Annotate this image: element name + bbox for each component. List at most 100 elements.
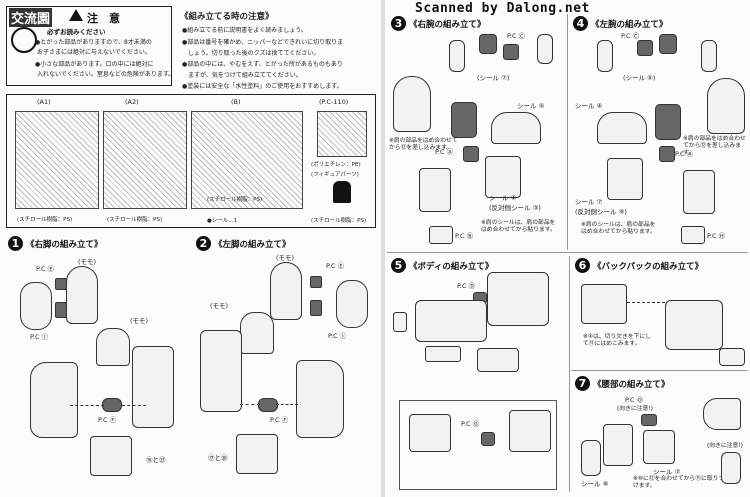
- shin-armor-part: [296, 360, 344, 438]
- label-seal-5: シール ⑤: [517, 102, 545, 110]
- runner-a1-material: (スチロール樹脂：PS): [17, 217, 73, 223]
- leg-frame-part: [200, 330, 242, 412]
- hip-part: [643, 430, 675, 464]
- step-5-heading: 《ボディの組み立て》: [409, 261, 494, 272]
- chest-part: [415, 300, 487, 342]
- runner-b-material: (スチロール樹脂：PS): [207, 197, 263, 203]
- head-vent-part: [393, 312, 407, 332]
- caution-box: 交流園 注 意 必ずお読みください ●とがった部品がありますので、8才未満の お…: [6, 6, 175, 86]
- assembly-guide-line: [70, 405, 104, 406]
- page-gutter: [381, 0, 385, 497]
- notes-line-5: ますが、気をつけて組み立ててください。: [188, 72, 302, 79]
- runners-panel: (A1) (A2) (B) (P.C-110) (スチロール樹脂：PS) (スチ…: [6, 94, 376, 228]
- knee-part: [240, 312, 274, 354]
- label-foot-pair: ⑯と㉗: [146, 456, 166, 464]
- step-4-title: 4 《左腕の組み立て》: [573, 16, 668, 31]
- assembly-guide-line: [122, 405, 146, 406]
- thigh-part: [20, 282, 52, 330]
- note-seal: ※肩のシールは、肩の部品をはめ合わせてから貼ります。: [581, 222, 656, 236]
- knee-part: [96, 328, 130, 366]
- figure-icon: [333, 181, 351, 203]
- side-skirt-part: [721, 452, 741, 484]
- figure-parts-label: (フィギュアパーツ): [311, 172, 359, 178]
- hand-part: [449, 40, 465, 72]
- polycap-part: [463, 146, 479, 162]
- polycap-part: [479, 34, 497, 54]
- step-2-heading: 《左脚の組み立て》: [214, 239, 291, 250]
- label-pc-g: P.C Ⓖ: [461, 420, 480, 428]
- upper-arm-part: [451, 102, 477, 138]
- label-pc-e: P.C Ⓔ: [36, 265, 55, 273]
- label-pc-a: P.C Ⓐ: [675, 150, 694, 158]
- panel-divider: [571, 370, 748, 371]
- label-pc-o: P.C Ⓞ: [625, 396, 644, 404]
- polycap-part: [637, 40, 653, 56]
- step-2-number: 2: [196, 236, 211, 251]
- forearm-part: [607, 158, 643, 200]
- thigh-part: [336, 280, 368, 328]
- note-seal: ※肩のシールは、肩の部品をはめ合わせてから貼ります。: [481, 220, 556, 234]
- caution-line-2: お子さまには絶対に与えないでください。: [37, 49, 151, 56]
- forearm-part: [485, 156, 521, 198]
- runner-a2-material: (スチロール樹脂：PS): [107, 217, 163, 223]
- step-1-title: 1 《右脚の組み立て》: [8, 236, 103, 251]
- label-pc-d: P.C Ⓓ: [457, 282, 476, 290]
- panel-divider: [387, 252, 748, 253]
- panel-divider: [567, 14, 568, 250]
- foot-part: [236, 434, 278, 474]
- caution-logo: 交流園: [9, 8, 53, 27]
- hand-part: [701, 40, 717, 72]
- label-orientation: (向きに注意!): [617, 406, 653, 412]
- caution-line-1: ●とがった部品がありますので、8才未満の: [35, 39, 152, 46]
- collar-part: [425, 346, 461, 362]
- step-5-subbox: [399, 400, 557, 490]
- label-pc-h: P.C Ⓗ: [707, 232, 726, 240]
- polycap-part: [659, 146, 675, 162]
- polycap-part: [102, 398, 122, 412]
- step-3-number: 3: [391, 16, 406, 31]
- chest-armor-part: [487, 272, 549, 326]
- label-pc-i: P.C Ⓘ: [328, 332, 347, 340]
- polycap-part: [481, 432, 495, 446]
- step-3-heading: 《右腕の組み立て》: [409, 19, 486, 30]
- watermark: Scanned by Dalong.net: [415, 1, 590, 16]
- step-4-number: 4: [573, 16, 588, 31]
- hand-part: [597, 40, 613, 72]
- polycap-part: [310, 300, 322, 316]
- step-4-heading: 《左腕の組み立て》: [591, 19, 668, 30]
- runner-a2-image: [103, 111, 187, 209]
- label-pc-e: P.C Ⓔ: [326, 262, 345, 270]
- label-pc-c: P.C Ⓒ: [621, 32, 640, 40]
- shoulder-part: [597, 112, 647, 144]
- notes-line-1: ●組み立てる前に説明書をよく読みましょう。: [182, 27, 307, 34]
- step-5-number: 5: [391, 258, 406, 273]
- caution-title: 注 意: [87, 12, 120, 25]
- label-pc-f: P.C Ⓕ: [270, 416, 289, 424]
- polycap-part: [641, 414, 657, 426]
- step-7-title: 7 《腰部の組み立て》: [575, 376, 670, 391]
- runner-a2-label: (A2): [125, 98, 139, 106]
- runner-pc-label: (P.C-110): [319, 98, 349, 106]
- caution-line-4: 入れないでください。窒息などの危険があります。: [37, 71, 175, 78]
- label-orientation-2: (向きに注意!): [707, 443, 743, 449]
- shoulder-armor-part: [393, 76, 431, 132]
- runner-a1-image: [15, 111, 99, 209]
- hand-part: [429, 226, 453, 244]
- label-momo: (モモ): [276, 254, 295, 262]
- forearm-part: [419, 168, 451, 212]
- polycap-part: [659, 34, 677, 54]
- shoulder-armor-part: [707, 78, 745, 134]
- polycap-part: [503, 44, 519, 60]
- warning-triangle-icon: [69, 9, 83, 21]
- step-1-number: 1: [8, 236, 23, 251]
- label-pc-i: P.C Ⓘ: [30, 333, 49, 341]
- label-momo-2: (モモ): [210, 302, 229, 310]
- runner-b-image: [191, 111, 303, 209]
- notes-title: 《組み立てる時の注意》: [180, 12, 274, 22]
- label-seal-7: シール ⑦: [653, 468, 681, 476]
- label-seal-4: シール ④: [489, 194, 517, 202]
- step-7-note: ※⑩に⑫を合わせてから⑪に取りつけます。: [633, 476, 725, 490]
- label-seal-7: シール ⑦: [575, 198, 603, 206]
- runner-a1-label: (A1): [37, 98, 51, 106]
- step-2-title: 2 《左脚の組み立て》: [196, 236, 291, 251]
